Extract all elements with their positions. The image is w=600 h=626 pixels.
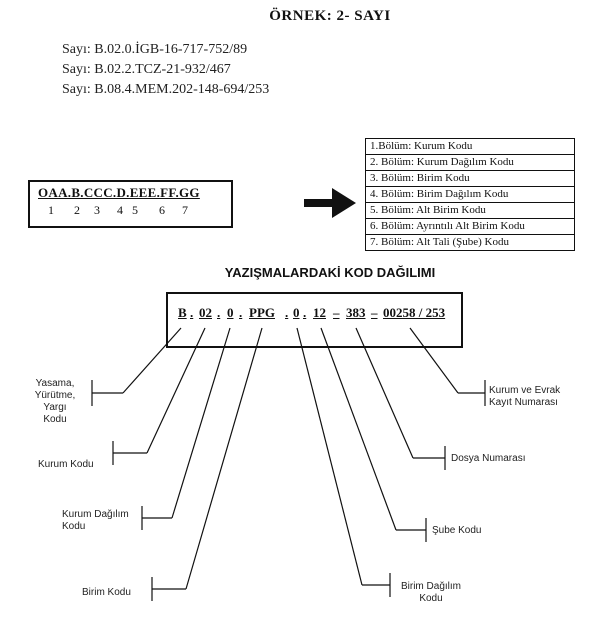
label-yasama: Yasama, Yürütme, Yargı Kodu [34, 378, 76, 425]
code-example-text: OAA.B.CCC.D.EEE.FF.GG [38, 185, 200, 200]
code-segment: – [333, 305, 340, 320]
connector-line [296, 327, 363, 586]
section-row: 5. Bölüm: Alt Birim Kodu [365, 202, 575, 219]
code-segment: 02 [199, 305, 212, 320]
digit-label: 1 [48, 203, 54, 217]
connector-line [185, 327, 263, 590]
sayi-line-3: Sayı: B.08.4.MEM.202-148-694/253 [62, 82, 270, 97]
code-distribution-box [166, 292, 463, 348]
arrow-icon [304, 188, 356, 218]
page-title: ÖRNEK: 2- SAYI [269, 8, 391, 24]
sections-table: 1.Bölüm: Kurum Kodu 2. Bölüm: Kurum Dağı… [365, 138, 575, 251]
connector-line [409, 327, 459, 394]
code-segment: . [285, 305, 289, 320]
code-segment: 12 [313, 305, 326, 320]
label-dosya-numarasi: Dosya Numarası [451, 453, 526, 464]
code-segment: – [371, 305, 378, 320]
section-cell: 5. Bölüm: Alt Birim Kodu [365, 202, 575, 219]
section-cell: 3. Bölüm: Birim Kodu [365, 170, 575, 187]
label-kurum-kodu: Kurum Kodu [38, 459, 94, 470]
code-segment: B [178, 305, 187, 320]
connector-line [355, 327, 414, 459]
section-row: 6. Bölüm: Ayrıntılı Alt Birim Kodu [365, 218, 575, 235]
sayi-line-1: Sayı: B.02.0.İGB-16-717-752/89 [62, 42, 248, 57]
code-segment: PPG [249, 305, 275, 320]
connector-line [122, 327, 182, 394]
label-kurum-dagilim: Kurum Dağılım Kodu [62, 509, 129, 532]
digit-label: 6 [159, 203, 165, 217]
section-cell: 7. Bölüm: Alt Tali (Şube) Kodu [365, 234, 575, 251]
code-segment: . [190, 305, 194, 320]
digit-label: 5 [132, 203, 138, 217]
label-birim-dagilim: Birim Dağılım Kodu [400, 581, 461, 604]
label-sube-kodu: Şube Kodu [432, 525, 482, 536]
label-kurum-evrak: Kurum ve Evrak Kayıt Numarası [489, 385, 561, 408]
digit-label: 7 [182, 203, 188, 217]
section-cell: 6. Bölüm: Ayrıntılı Alt Birim Kodu [365, 218, 575, 235]
digit-label: 3 [94, 203, 100, 217]
code-segment: . [217, 305, 221, 320]
digit-label: 2 [74, 203, 80, 217]
sayi-line-2: Sayı: B.02.2.TCZ-21-932/467 [62, 62, 231, 77]
code-segment: 0 [227, 305, 234, 320]
label-birim-kodu: Birim Kodu [82, 587, 131, 598]
code-segment: 0 [293, 305, 300, 320]
connector-line [171, 327, 231, 519]
distribution-subtitle: YAZIŞMALARDAKİ KOD DAĞILIMI [224, 265, 436, 280]
code-segment: . [239, 305, 243, 320]
digit-label: 4 [117, 203, 123, 217]
connector-line [146, 327, 206, 454]
code-example-box [28, 180, 233, 228]
code-segment: 00258 / 253 [383, 305, 446, 320]
section-row: 3. Bölüm: Birim Kodu [365, 170, 575, 187]
code-segment: . [303, 305, 307, 320]
code-segment: 383 [346, 305, 366, 320]
section-row: 7. Bölüm: Alt Tali (Şube) Kodu [365, 234, 575, 251]
connector-line [320, 327, 397, 531]
